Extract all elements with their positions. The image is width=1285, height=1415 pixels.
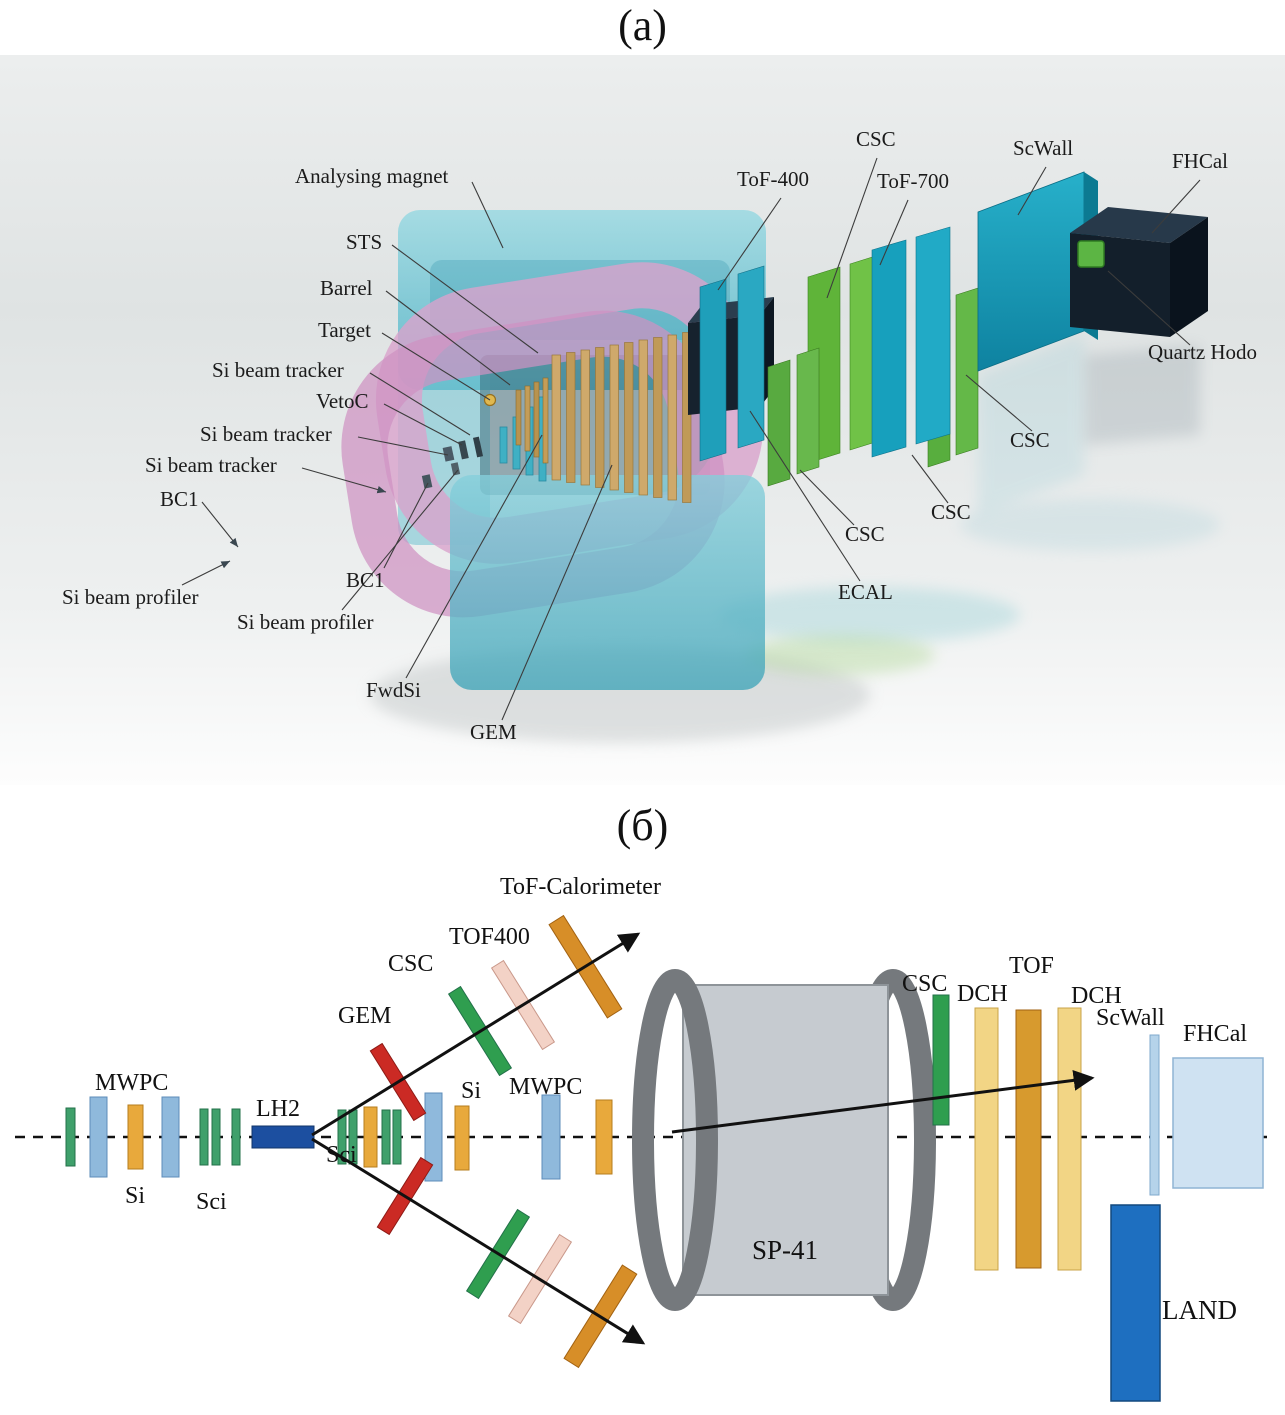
label-csc-top: CSC bbox=[856, 127, 896, 151]
label-mwpc-left: MWPC bbox=[95, 1070, 169, 1096]
label-vetoc: VetoC bbox=[316, 389, 369, 413]
tof-bar bbox=[1015, 1009, 1042, 1269]
label-lh2: LH2 bbox=[256, 1096, 300, 1122]
sci-bar bbox=[337, 1109, 347, 1165]
csc-plate-small-2 bbox=[796, 347, 820, 475]
mwpc-bar-1 bbox=[89, 1096, 108, 1178]
track-arrows bbox=[311, 932, 1095, 1345]
label-dch-1: DCH bbox=[957, 981, 1008, 1007]
si-bar-3 bbox=[454, 1105, 470, 1171]
label-sci-left: Sci bbox=[196, 1189, 227, 1215]
tof400-plate-1 bbox=[699, 278, 727, 462]
label-fhcal-b: FHCal bbox=[1183, 1021, 1248, 1047]
label-csc-b: CSC bbox=[388, 951, 434, 977]
label-sp41: SP-41 bbox=[752, 1235, 819, 1265]
downstream-plates bbox=[699, 171, 1098, 487]
tof700-plate-2 bbox=[915, 226, 951, 445]
floor-reflections bbox=[370, 335, 1220, 743]
land-box bbox=[1110, 1204, 1161, 1402]
label-scwall-b: ScWall bbox=[1096, 1005, 1165, 1031]
panel-a-title: (а) bbox=[618, 1, 667, 50]
dch-bar-2 bbox=[1057, 1007, 1082, 1271]
label-quartz-hodo: Quartz Hodo bbox=[1148, 340, 1258, 364]
central-detectors bbox=[421, 332, 692, 503]
sp41-coil-left bbox=[632, 969, 718, 1311]
csc-plate-right-2 bbox=[955, 287, 979, 456]
tof700-plate-1 bbox=[871, 239, 907, 458]
sci-bar bbox=[231, 1108, 241, 1166]
label-target: Target bbox=[318, 318, 371, 342]
dch-bar-1 bbox=[974, 1007, 999, 1271]
fhcal-box bbox=[1070, 207, 1208, 337]
label-gem-a: GEM bbox=[470, 720, 517, 744]
label-tof-400: ToF-400 bbox=[737, 167, 810, 191]
sci-bar bbox=[65, 1107, 76, 1167]
label-si-left: Si bbox=[125, 1183, 146, 1209]
leader-lines bbox=[181, 157, 1201, 721]
label-csc-right: CSC bbox=[1010, 428, 1050, 452]
mwpc-bar-3 bbox=[424, 1092, 443, 1182]
downstream-detectors bbox=[932, 994, 1264, 1402]
mwpc-bar-4 bbox=[541, 1094, 561, 1180]
label-tof400-b: TOF400 bbox=[449, 924, 530, 950]
csc-bar-right bbox=[932, 994, 950, 1126]
gem-planes bbox=[551, 332, 692, 503]
label-sci-mid: Sci bbox=[326, 1142, 357, 1168]
label-tof-700: ToF-700 bbox=[877, 169, 950, 193]
panel-b-title: (б) bbox=[616, 801, 669, 850]
label-barrel: Barrel bbox=[320, 276, 373, 300]
si-bar-1 bbox=[127, 1104, 144, 1170]
label-si-beam-tracker-1: Si beam tracker bbox=[212, 358, 344, 382]
label-csc-mid-1: CSC bbox=[845, 522, 885, 546]
label-dch-2: DCH bbox=[1071, 983, 1122, 1009]
label-si-mid: Si bbox=[461, 1078, 482, 1104]
fhcal-box-b bbox=[1172, 1057, 1264, 1189]
si-bar-4 bbox=[595, 1099, 613, 1175]
si-bar-2 bbox=[363, 1106, 378, 1168]
label-si-beam-profiler-2: Si beam profiler bbox=[237, 610, 374, 634]
tof400-plate-2 bbox=[737, 265, 765, 449]
csc-plate-small-1 bbox=[767, 359, 791, 487]
sci-bar bbox=[211, 1108, 221, 1166]
label-si-beam-tracker-2: Si beam tracker bbox=[200, 422, 332, 446]
label-tof-calorimeter: ToF-Calorimeter bbox=[500, 874, 661, 900]
fwdsi-planes bbox=[515, 377, 549, 464]
scwall-bar bbox=[1149, 1034, 1160, 1196]
label-tof-b: TOF bbox=[1009, 953, 1054, 979]
label-csc-mid-2: CSC bbox=[931, 500, 971, 524]
sci-bar bbox=[392, 1109, 402, 1165]
label-bc1-left: BC1 bbox=[160, 487, 199, 511]
sp41-magnet bbox=[632, 969, 936, 1311]
lower-arm-detectors bbox=[376, 1156, 638, 1369]
label-bc1-mid: BC1 bbox=[346, 568, 385, 592]
lower-track-arrow bbox=[311, 1137, 646, 1345]
label-fwdsi: FwdSi bbox=[366, 678, 421, 702]
panel-a-illustration bbox=[0, 55, 1285, 785]
upper-track-arrow bbox=[311, 932, 641, 1137]
panel-b-schematic bbox=[15, 914, 1268, 1402]
lh2-target bbox=[251, 1125, 315, 1149]
sci-bar bbox=[381, 1109, 391, 1165]
label-mwpc-mid: MWPC bbox=[509, 1074, 583, 1100]
label-sts: STS bbox=[346, 230, 383, 254]
label-land: LAND bbox=[1162, 1295, 1237, 1325]
label-ecal: ECAL bbox=[838, 580, 893, 604]
label-gem-b: GEM bbox=[338, 1003, 392, 1029]
label-csc-right-b: CSC bbox=[902, 971, 948, 997]
label-analysing-magnet: Analysing magnet bbox=[295, 164, 449, 188]
upstream-detectors bbox=[65, 1096, 315, 1178]
quartz-hodo-shape bbox=[1077, 240, 1105, 268]
mwpc-bar-2 bbox=[161, 1096, 180, 1178]
sci-bar bbox=[199, 1108, 209, 1166]
midstream-detectors bbox=[337, 1092, 613, 1182]
label-si-beam-tracker-3: Si beam tracker bbox=[145, 453, 277, 477]
label-fhcal-a: FHCal bbox=[1172, 149, 1229, 173]
label-scwall-a: ScWall bbox=[1013, 136, 1074, 160]
label-si-beam-profiler-1: Si beam profiler bbox=[62, 585, 199, 609]
forward-track-arrow bbox=[671, 1069, 1095, 1134]
